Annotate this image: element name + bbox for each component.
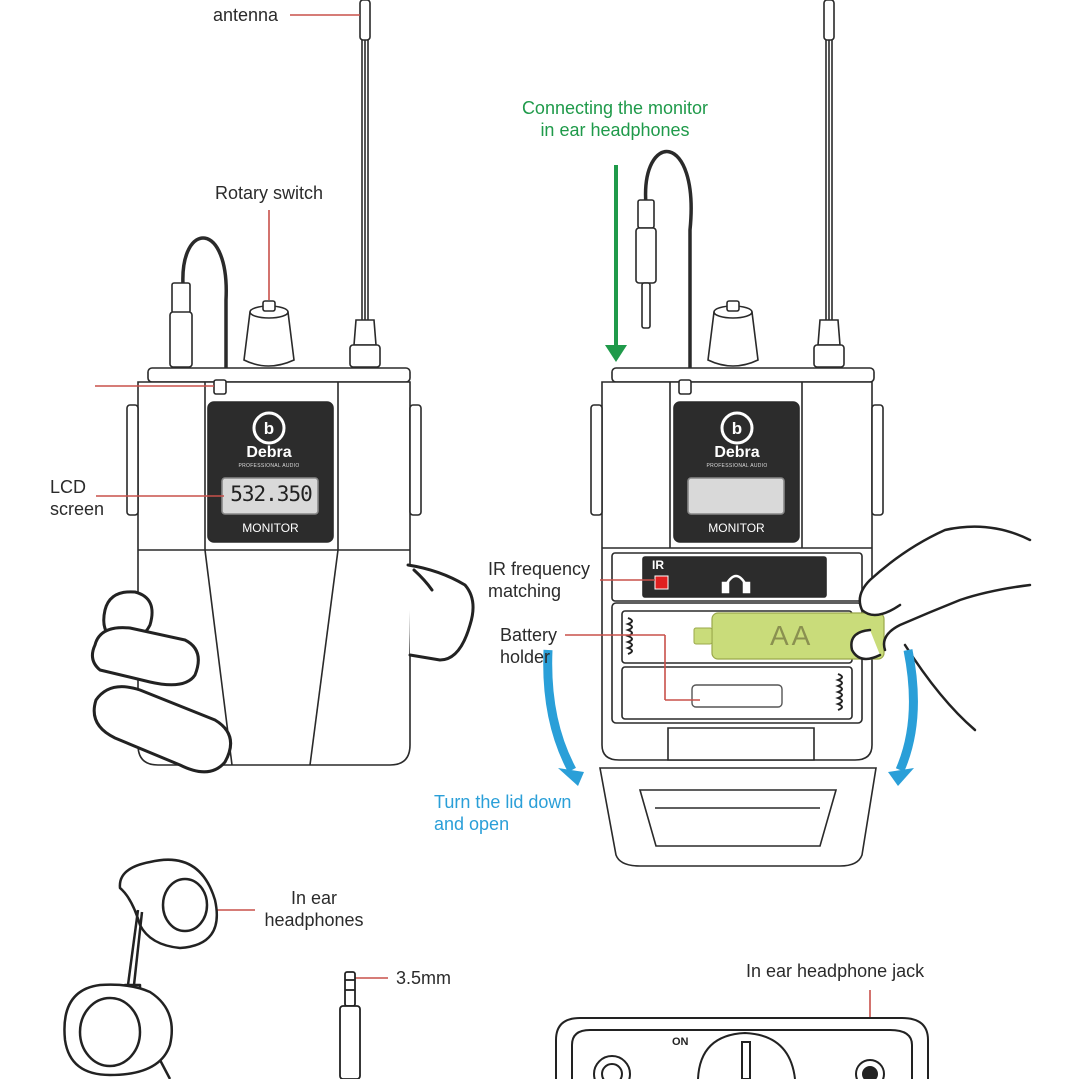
left-brand-logo: b: [252, 411, 286, 445]
blue-open-arrow-right: [888, 649, 918, 786]
right-brand-tagline: PROFESSIONAL AUDIO: [706, 463, 768, 469]
right-brand-name: Debra: [714, 444, 760, 461]
label-connecting-monitor: Connecting the monitor in ear headphones: [521, 98, 709, 140]
label-battery-holder: Battery holder: [500, 625, 558, 667]
right-panel-label: MONITOR: [708, 521, 765, 535]
label-rotary-switch: Rotary switch: [214, 183, 324, 203]
right-hand: [850, 525, 1032, 732]
label-lcd-screen: LCD screen: [50, 477, 105, 519]
left-brand-name: Debra: [246, 444, 292, 461]
left-receiver: [126, 0, 422, 766]
headphone-icon: [721, 574, 751, 594]
lower-battery: [691, 684, 783, 708]
label-turn-lid: Turn the lid down and open: [434, 792, 572, 834]
svg-text:b: b: [264, 419, 274, 438]
label-antenna: antenna: [213, 5, 279, 25]
green-insert-arrow: [605, 165, 627, 362]
left-hand: [90, 563, 475, 774]
left-lcd-reading: 532.350: [230, 482, 313, 506]
right-antenna: [813, 0, 845, 368]
label-headphone-jack: In ear headphone jack: [746, 961, 925, 981]
right-headphone-plug: [635, 149, 693, 370]
bottom-panel: [555, 1017, 929, 1079]
left-rotary-knob: [243, 300, 295, 367]
label-jack-size: 3.5mm: [396, 968, 452, 988]
left-panel-label: MONITOR: [242, 521, 299, 535]
aa-battery: [693, 612, 885, 660]
ir-led: [654, 575, 669, 590]
left-brand-tagline: PROFESSIONAL AUDIO: [238, 463, 300, 469]
power-label: ON: [672, 1036, 689, 1048]
left-headphone-plug: [169, 236, 228, 370]
ir-badge: IR: [652, 558, 664, 572]
label-ir-frequency: IR frequency matching: [488, 559, 591, 601]
right-brand-logo: b: [720, 411, 754, 445]
svg-text:b: b: [732, 419, 742, 438]
left-antenna: [349, 0, 381, 368]
battery-label: AA: [770, 620, 814, 651]
earbuds: [63, 858, 218, 1079]
right-rotary-knob: [707, 300, 759, 367]
jack-plug: [339, 971, 361, 1079]
blue-open-arrow-left: [543, 649, 584, 786]
label-in-ear-headphones: In ear headphones: [264, 888, 364, 930]
right-receiver: [590, 0, 884, 867]
battery-springs: [625, 617, 843, 711]
